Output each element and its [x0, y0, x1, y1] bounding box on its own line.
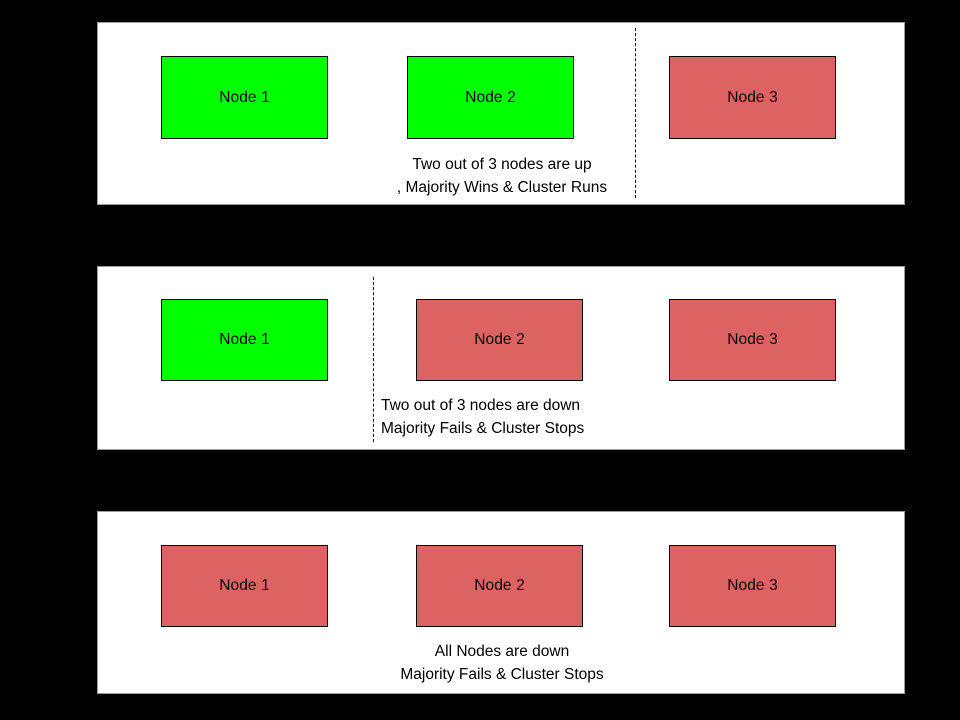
caption-panel3: All Nodes are down Majority Fails & Clus… [379, 640, 625, 686]
node-label: Node 1 [219, 577, 270, 595]
node-label: Node 3 [727, 577, 778, 595]
caption-line-1: Two out of 3 nodes are down [381, 397, 581, 414]
scenario-panel-two-up-one-down: Node 1 Node 2 Node 3 Two out of 3 nodes … [97, 22, 905, 205]
quorum-divider-line-panel2 [373, 277, 374, 442]
node-label: Node 3 [727, 88, 778, 106]
node-box-panel3-node2[interactable]: Node 2 [416, 545, 583, 627]
caption-line-2: , Majority Wins & Cluster Runs [396, 179, 608, 196]
scenario-panel-one-up-two-down: Node 1 Node 2 Node 3 Two out of 3 nodes … [97, 266, 905, 450]
caption-line-1: Two out of 3 nodes are up [412, 156, 592, 173]
node-label: Node 3 [727, 331, 778, 349]
node-label: Node 2 [474, 577, 525, 595]
node-label: Node 2 [474, 331, 525, 349]
quorum-divider-line-panel1 [635, 28, 636, 198]
node-box-panel3-node3[interactable]: Node 3 [669, 545, 836, 627]
node-box-panel2-node3[interactable]: Node 3 [669, 299, 836, 381]
node-box-panel2-node2[interactable]: Node 2 [416, 299, 583, 381]
node-box-panel3-node1[interactable]: Node 1 [161, 545, 328, 627]
node-box-panel2-node1[interactable]: Node 1 [161, 299, 328, 381]
caption-line-2: Majority Fails & Cluster Stops [381, 420, 585, 437]
node-box-panel1-node1[interactable]: Node 1 [161, 56, 328, 139]
node-label: Node 2 [465, 88, 516, 106]
caption-line-2: Majority Fails & Cluster Stops [400, 666, 604, 683]
node-label: Node 1 [219, 88, 270, 106]
caption-line-1: All Nodes are down [434, 643, 570, 660]
caption-panel2: Two out of 3 nodes are down Majority Fai… [381, 394, 584, 440]
node-box-panel1-node2[interactable]: Node 2 [407, 56, 574, 139]
scenario-panel-all-down: Node 1 Node 2 Node 3 All Nodes are down … [97, 511, 905, 694]
caption-panel1: Two out of 3 nodes are up , Majority Win… [368, 153, 636, 199]
node-label: Node 1 [219, 331, 270, 349]
node-box-panel1-node3[interactable]: Node 3 [669, 56, 836, 139]
